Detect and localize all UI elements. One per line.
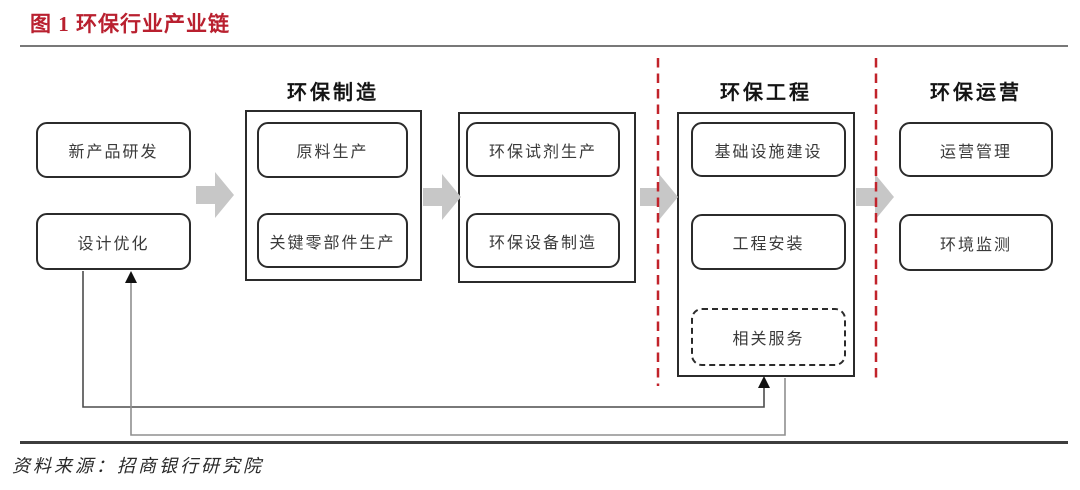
node-reagent-production: 环保试剂生产 xyxy=(466,122,620,177)
node-environment-monitoring: 环境监测 xyxy=(899,214,1053,271)
node-infrastructure-construction: 基础设施建设 xyxy=(691,122,846,177)
title-divider-line xyxy=(20,45,1068,47)
node-related-services: 相关服务 xyxy=(691,308,846,366)
node-equipment-manufacturing: 环保设备制造 xyxy=(466,213,620,268)
arrowhead-up-icon xyxy=(758,376,770,388)
node-new-product-rd: 新产品研发 xyxy=(36,122,191,178)
bottom-divider-line xyxy=(20,441,1068,444)
source-note: 资料来源：招商银行研究院 xyxy=(12,456,264,476)
stage-header-operation: 环保运营 xyxy=(930,82,1022,104)
node-key-components-production: 关键零部件生产 xyxy=(257,213,408,268)
node-design-optimization: 设计优化 xyxy=(36,213,191,270)
flow-arrow-icon xyxy=(423,174,461,220)
flow-arrow-icon xyxy=(856,174,894,220)
figure-title: 图 1 环保行业产业链 xyxy=(30,12,230,36)
flow-arrow-icon xyxy=(196,172,234,218)
node-raw-material-production: 原料生产 xyxy=(257,122,408,178)
flow-arrow-icon xyxy=(640,174,678,220)
stage-header-manufacturing: 环保制造 xyxy=(287,82,379,104)
stage-header-engineering: 环保工程 xyxy=(720,82,812,104)
node-operation-management: 运营管理 xyxy=(899,122,1053,177)
node-engineering-installation: 工程安装 xyxy=(691,214,846,270)
feedback-line-to-services xyxy=(82,271,765,408)
arrowhead-up-icon xyxy=(125,271,137,283)
